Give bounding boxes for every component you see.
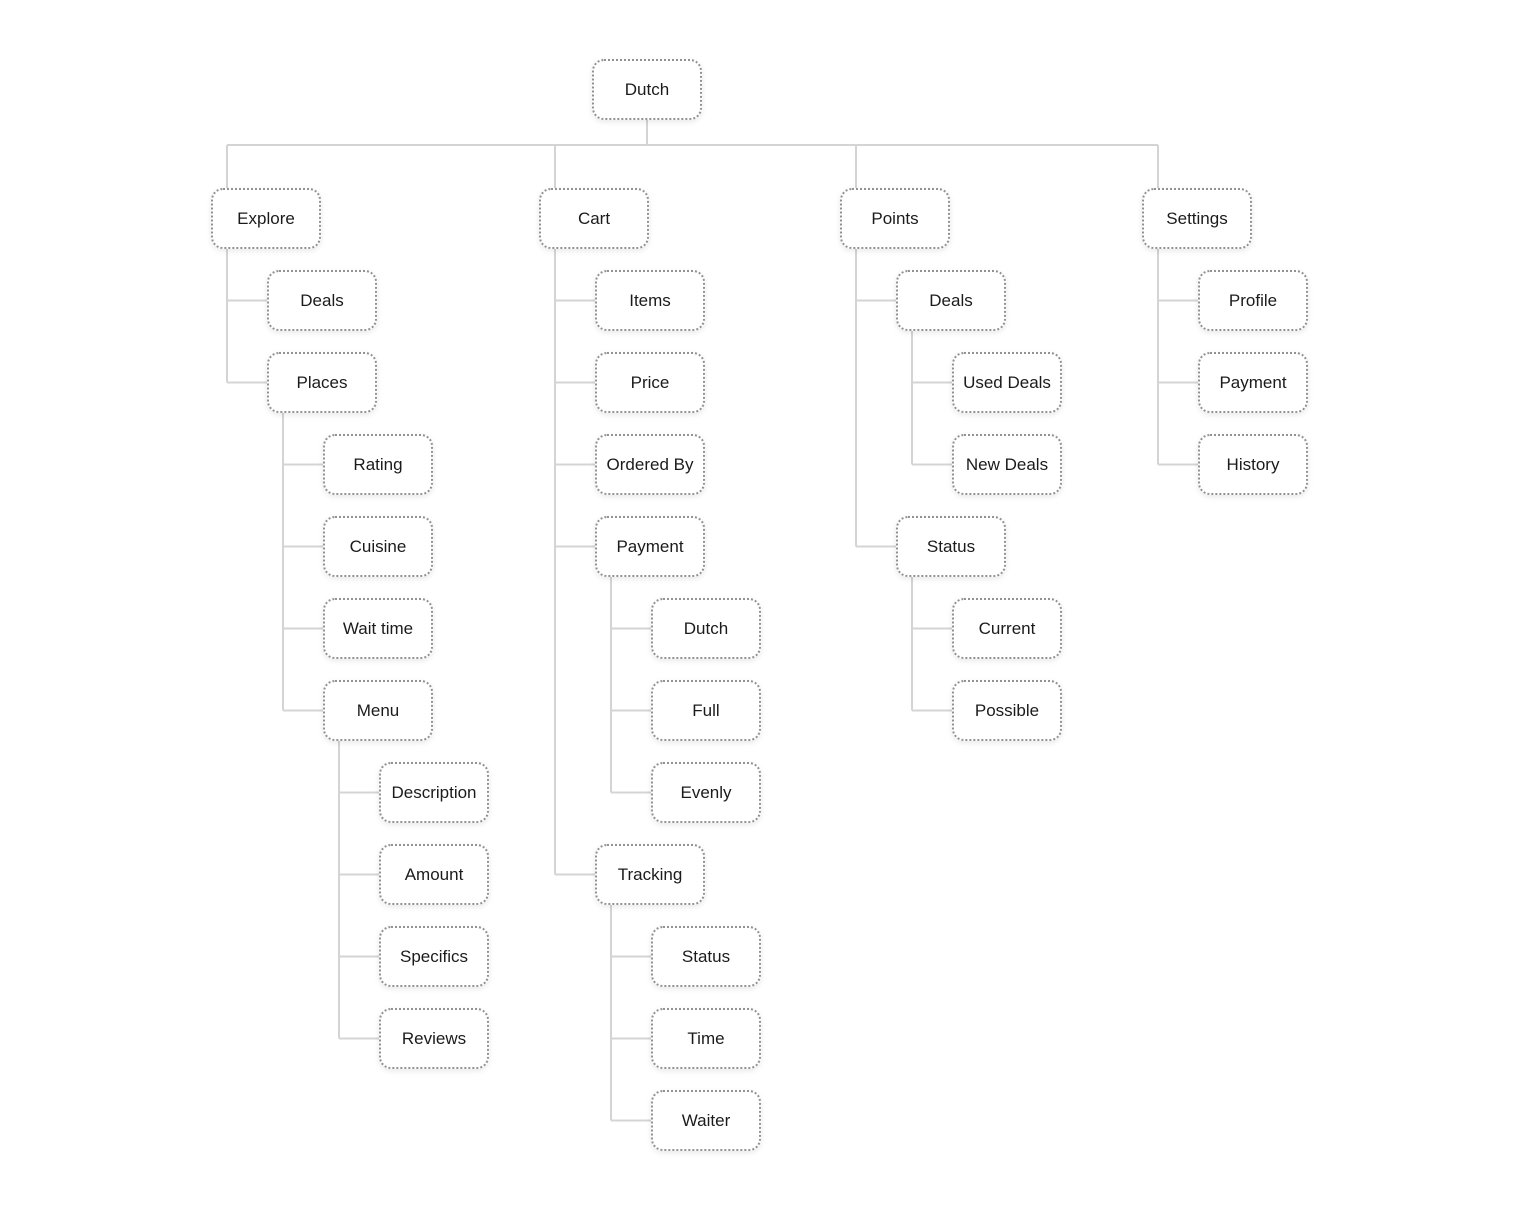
tree-node-label: Deals <box>929 291 973 310</box>
tree-node-label: Status <box>926 537 976 556</box>
tree-node-label: Points <box>871 209 919 228</box>
tree-node-profile[interactable]: Profile <box>1198 270 1308 331</box>
tree-node-time[interactable]: Time <box>651 1008 761 1069</box>
tree-node-explore[interactable]: Explore <box>211 188 321 249</box>
tree-node-status[interactable]: Status <box>651 926 761 987</box>
tree-node-waiter[interactable]: Waiter <box>651 1090 761 1151</box>
tree-node-payment[interactable]: Payment <box>595 516 705 577</box>
tree-node-label: Amount <box>404 865 464 884</box>
tree-node-full[interactable]: Full <box>651 680 761 741</box>
tree-node-items[interactable]: Items <box>595 270 705 331</box>
tree-node-payment[interactable]: Payment <box>1198 352 1308 413</box>
tree-node-evenly[interactable]: Evenly <box>651 762 761 823</box>
tree-node-label: Ordered By <box>606 455 694 474</box>
tree-node-label: Wait time <box>342 619 414 638</box>
tree-node-label: Cart <box>577 209 611 228</box>
tree-node-label: Evenly <box>680 783 732 802</box>
tree-node-label: Price <box>630 373 670 392</box>
tree-node-label: Places <box>296 373 348 392</box>
tree-node-description[interactable]: Description <box>379 762 489 823</box>
tree-node-possible[interactable]: Possible <box>952 680 1062 741</box>
tree-node-label: Items <box>629 291 671 310</box>
tree-node-used-deals[interactable]: Used Deals <box>952 352 1062 413</box>
tree-node-label: Specifics <box>399 947 469 966</box>
tree-node-label: Tracking <box>617 865 683 884</box>
tree-node-amount[interactable]: Amount <box>379 844 489 905</box>
tree-node-history[interactable]: History <box>1198 434 1308 495</box>
tree-node-label: Description <box>391 783 477 802</box>
tree-node-label: Current <box>978 619 1036 638</box>
tree-node-cart[interactable]: Cart <box>539 188 649 249</box>
tree-node-label: Possible <box>974 701 1040 720</box>
tree-node-status[interactable]: Status <box>896 516 1006 577</box>
tree-node-rating[interactable]: Rating <box>323 434 433 495</box>
tree-node-price[interactable]: Price <box>595 352 705 413</box>
tree-node-label: Status <box>681 947 731 966</box>
tree-node-label: Explore <box>237 209 295 228</box>
tree-node-wait-time[interactable]: Wait time <box>323 598 433 659</box>
tree-node-current[interactable]: Current <box>952 598 1062 659</box>
tree-node-label: Full <box>692 701 720 720</box>
tree-node-tracking[interactable]: Tracking <box>595 844 705 905</box>
tree-node-label: Menu <box>356 701 400 720</box>
tree-node-label: Time <box>687 1029 725 1048</box>
tree-node-deals[interactable]: Deals <box>267 270 377 331</box>
tree-node-places[interactable]: Places <box>267 352 377 413</box>
tree-node-deals[interactable]: Deals <box>896 270 1006 331</box>
tree-node-reviews[interactable]: Reviews <box>379 1008 489 1069</box>
tree-node-label: Payment <box>1219 373 1287 392</box>
tree-node-ordered-by[interactable]: Ordered By <box>595 434 705 495</box>
tree-node-label: Deals <box>300 291 344 310</box>
tree-node-label: Waiter <box>681 1111 731 1130</box>
tree-node-label: Payment <box>616 537 684 556</box>
tree-node-label: Profile <box>1228 291 1278 310</box>
tree-node-points[interactable]: Points <box>840 188 950 249</box>
tree-node-dutch[interactable]: Dutch <box>592 59 702 120</box>
tree-node-specifics[interactable]: Specifics <box>379 926 489 987</box>
tree-node-label: Settings <box>1166 209 1228 228</box>
tree-node-label: Reviews <box>401 1029 467 1048</box>
tree-node-label: Cuisine <box>349 537 407 556</box>
tree-node-label: New Deals <box>965 455 1049 474</box>
tree-node-cuisine[interactable]: Cuisine <box>323 516 433 577</box>
tree-node-label: History <box>1226 455 1280 474</box>
tree-node-settings[interactable]: Settings <box>1142 188 1252 249</box>
tree-node-label: Used Deals <box>963 373 1051 392</box>
tree-node-label: Dutch <box>683 619 729 638</box>
tree-node-menu[interactable]: Menu <box>323 680 433 741</box>
tree-node-label: Rating <box>353 455 403 474</box>
tree-node-dutch[interactable]: Dutch <box>651 598 761 659</box>
tree-node-label: Dutch <box>624 80 670 99</box>
tree-node-new-deals[interactable]: New Deals <box>952 434 1062 495</box>
